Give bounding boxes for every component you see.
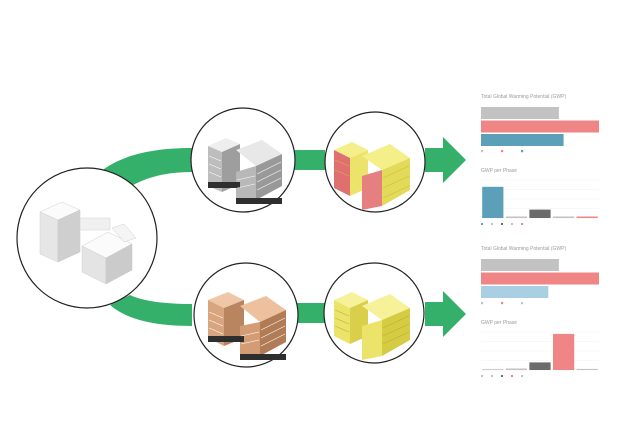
legend-swatch — [521, 302, 524, 305]
grey-building-model-icon — [208, 138, 282, 204]
white-massing-model-icon — [39, 201, 137, 285]
phase-bar — [576, 368, 598, 370]
gwp-bar — [481, 120, 599, 133]
phase-bar — [529, 362, 551, 370]
gwp-per-phase-chart — [481, 179, 599, 225]
phase-bar — [505, 368, 527, 370]
gwp-bar — [481, 286, 549, 298]
legend-swatch — [501, 150, 504, 153]
total-gwp-title: Total Global Warming Potential (GWP) — [481, 246, 566, 252]
gwp-bar — [481, 259, 559, 271]
total-gwp-bar-chart — [481, 259, 599, 305]
legend-swatch — [481, 302, 484, 305]
legend-swatch — [511, 223, 513, 225]
legend-swatch — [481, 375, 483, 377]
bottom-results-panel: Total Global Warming Potential (GWP) GWP… — [481, 246, 599, 377]
legend-swatch — [491, 223, 493, 225]
gwp-bar — [481, 272, 599, 285]
top-results-panel: Total Global Warming Potential (GWP) GWP… — [481, 94, 599, 225]
legend-swatch — [481, 223, 483, 225]
total-gwp-bar-chart — [481, 107, 599, 153]
timber-building-model-icon — [208, 292, 286, 360]
phase-bar — [553, 216, 575, 218]
legend-swatch — [501, 223, 503, 225]
gwp-bar — [481, 134, 564, 146]
phase-bar — [529, 209, 551, 218]
legend-swatch — [501, 375, 503, 377]
total-gwp-title: Total Global Warming Potential (GWP) — [481, 94, 566, 100]
legend-swatch — [501, 302, 504, 305]
legend-swatch — [521, 375, 523, 377]
legend-swatch — [521, 150, 524, 153]
phase-bar — [505, 216, 527, 218]
phase-bar — [482, 186, 504, 218]
legend-swatch — [481, 150, 484, 153]
gwp-per-phase-chart — [481, 331, 599, 377]
yellow-highlighted-building-icon — [334, 142, 410, 210]
legend-swatch — [521, 223, 523, 225]
gwp-per-phase-title: GWP per Phase — [481, 168, 517, 174]
yellow-highlighted-building-icon — [334, 292, 410, 360]
phase-bar — [576, 216, 598, 218]
gwp-per-phase-title: GWP per Phase — [481, 320, 517, 326]
phase-bar — [482, 369, 504, 370]
phase-bar — [553, 333, 575, 370]
gwp-bar — [481, 107, 559, 119]
legend-swatch — [511, 375, 513, 377]
legend-swatch — [491, 375, 493, 377]
